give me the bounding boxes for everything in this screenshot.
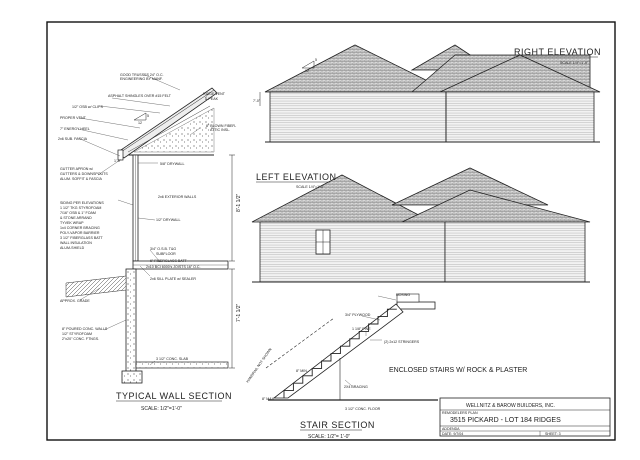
foundation-note: 8" POURED CONC. WALLS [62, 327, 108, 331]
stair-section-scale: SCALE: 1/2"= 1'-0" [308, 434, 350, 440]
siding-note-3: 7/16" OSB & 1" FOAM [60, 211, 96, 215]
batt-note: 6" FIBERGLASS BATT [150, 259, 188, 263]
grade-note: APPROX. GRADE [60, 299, 90, 303]
wall-pitch-rise: 5 [147, 114, 149, 118]
min-note: 8" MIN. [296, 369, 308, 373]
fascia-note: 2x6 SUB. FASCIA [58, 137, 88, 141]
stringers-note: (2) 2x12 STRINGERS [384, 340, 420, 344]
project-address: 3515 PICKARD - LOT 184 RIDGES [450, 417, 561, 424]
siding-note-9: WALL INSULATION [60, 241, 92, 245]
osb-note: 1/2" OSB w/ CLIPS [72, 105, 103, 109]
enclosed-stairs-note: ENCLOSED STAIRS W/ ROCK & PLASTER [389, 367, 527, 374]
floor-note: 3 1/2" CONC. FLOOR [345, 407, 381, 411]
siding-note-4: & STONE ARRAND [60, 216, 92, 220]
joists-note: 2x10 BCI 6000's JOISTS 16" O.C. [146, 265, 201, 269]
handrail-note: HANDRAIL NOT SHOWN [246, 347, 273, 383]
blown-note: 8" BLOWN FIBER- [206, 124, 237, 128]
right-elevation-title: RIGHT ELEVATION [514, 47, 601, 57]
siding-note-5: TYVEK WRAP [60, 221, 84, 225]
plywood-note: 3/4" PLYWOOD [345, 313, 371, 317]
stair-section-title: STAIR SECTION [300, 420, 375, 430]
foundation-note-3: 2"x20" CONC. FTNGS. [62, 337, 99, 341]
right-elevation-drawing [259, 44, 601, 143]
bracing-note: 2X4 BRACING [344, 385, 368, 389]
subfloor-note-2: SUBFLOOR [156, 252, 176, 256]
stair-section-drawing [265, 293, 438, 401]
title-block [439, 397, 611, 437]
nosing-note: NOSING [396, 293, 410, 297]
sill-note: 2x6 SILL PLATE w/ SEALER [150, 277, 196, 281]
gutter-note-3: ALUM. SOFFIT & FASCIA [60, 177, 102, 181]
exterior-walls-note: 2x6 EXTERIOR WALLS [158, 195, 197, 199]
ridge-vent-note: RIDGE VENT [203, 92, 226, 96]
slab-note: 3 1/2" CONC. SLAB [156, 357, 189, 361]
pine-note: 1 1/8" PINE [352, 327, 371, 331]
wall-pitch-run: 12 [138, 121, 142, 125]
proper-vent-note: PROPER VENT [60, 116, 87, 120]
energy-heel-note: 7" ENERGY HEEL [60, 127, 90, 131]
siding-note-7: POLY-VAPOR BARRIER [60, 231, 100, 235]
left-elevation-title: LEFT ELEVATION [256, 172, 337, 182]
siding-note-8: 3 1/2" FIBERGLASS BATT [60, 236, 104, 240]
remodel-label: REMODELERS PLAN [442, 411, 478, 415]
ridge-vent-note-2: & PEAK [205, 97, 219, 101]
wall-section-scale: SCALE: 1/2"=1'-0" [141, 406, 182, 412]
max-note: 8" MAX [262, 397, 275, 401]
sheet-number: SHEET: 3 [545, 432, 561, 436]
blown-note-2: ATTIC INSL. [210, 128, 230, 132]
siding-note-1: SIDING PER ELEVATIONS [60, 201, 104, 205]
subfloor-note: 3/4" O.S.B. T&G [150, 247, 176, 251]
siding-note-2: 1 1/2" TKG STYROFOAM [60, 206, 101, 210]
trusses-note: GOOD TRUSSES 24" O.C. [120, 73, 164, 77]
wall-section-labels: GOOD TRUSSES 24" O.C. ENGINEERING BY MAN… [58, 73, 242, 412]
right-pitch-rise: 5 [315, 58, 317, 62]
foundation-note-2: 1/2" STYROFOAM [62, 332, 92, 336]
right-elevation-scale: SCALE 1/4"=1'-0" [560, 61, 589, 65]
builder-name: WELLNITZ & BAROW BUILDERS, INC. [466, 403, 555, 409]
left-elevation-scale: SCALE 1/4"=1'-0" [296, 185, 325, 189]
overhang-dim: 1'-0" [114, 159, 122, 163]
right-pitch-run: 12 [305, 69, 309, 73]
basement-height-dim: 7'-1 1/2" [236, 303, 242, 322]
addenda-label: ADDENDA [442, 427, 460, 431]
drywall-mid-note: 1/2" DRYWALL [156, 218, 180, 222]
date-label: DATE: 9/7/04 [442, 432, 463, 436]
right-eave-dim: 7'-0" [253, 99, 261, 103]
left-elevation-drawing [251, 167, 591, 283]
trusses-note-2: ENGINEERING BY MANF. [120, 77, 163, 81]
sheet-border [46, 21, 616, 441]
gutter-note: GUTTER APRON w/ [60, 167, 93, 171]
gutter-note-2: GUTTERS & DOWNSPOUTS [60, 172, 108, 176]
shingles-note: ASPHALT SHINGLES OVER #15 FELT [108, 94, 172, 98]
wall-section-title: TYPICAL WALL SECTION [116, 391, 232, 401]
typical-wall-section-drawing [65, 74, 235, 384]
drywall-top-note: 5/8" DRYWALL [160, 162, 184, 166]
siding-note-6: 1x4 CORNER BRACING [60, 226, 100, 230]
wall-height-dim: 8'-1 1/2" [236, 193, 242, 212]
siding-note-10: ALUM-SHIELD [60, 246, 85, 250]
